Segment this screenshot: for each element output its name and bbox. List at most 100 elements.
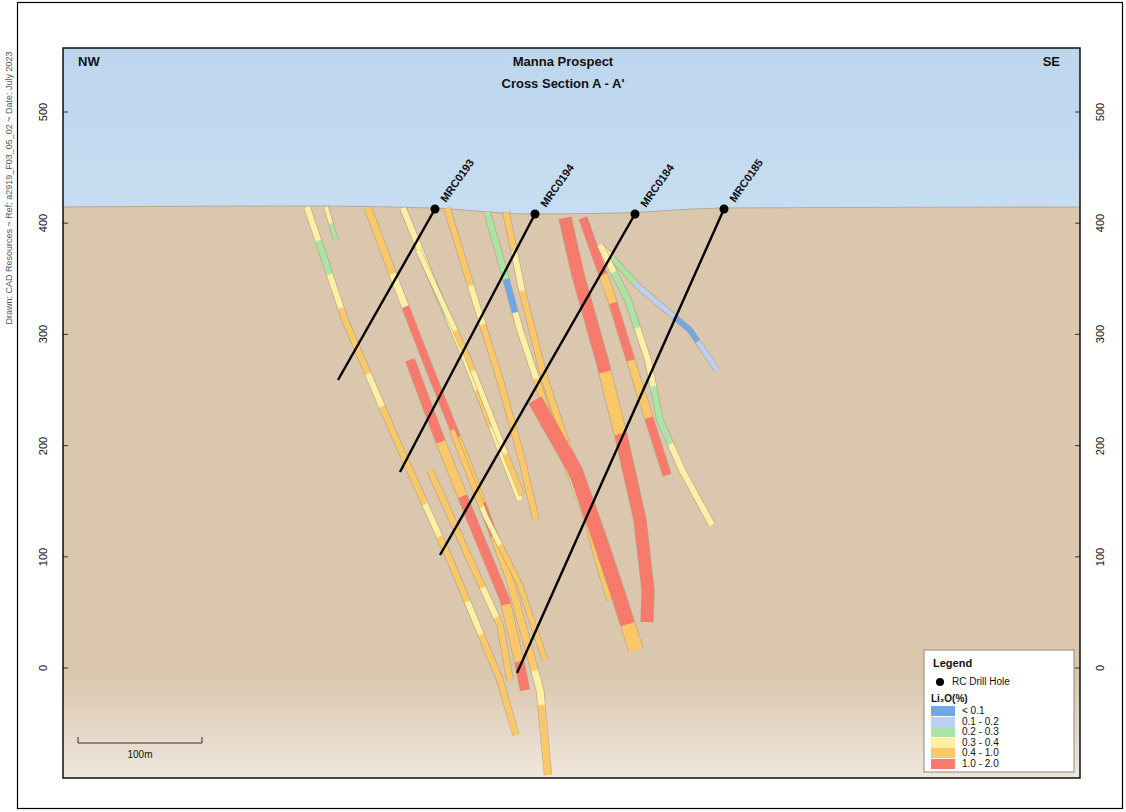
vein-segment <box>506 604 513 633</box>
vein-segment <box>330 274 342 308</box>
vein-segment <box>517 441 527 481</box>
vein-segment <box>671 444 684 472</box>
vein-segment <box>382 406 396 439</box>
map-label: Li₂O(%) <box>931 693 968 705</box>
vein-segment <box>483 588 497 618</box>
vein-segment <box>535 671 542 706</box>
vein-outline <box>368 208 548 775</box>
vein-segment <box>467 602 481 635</box>
vein-segment <box>683 472 698 499</box>
vein-segment <box>425 504 440 537</box>
legend-label: < 0.1 <box>962 705 985 717</box>
axis-tick <box>1075 112 1080 113</box>
vein-segment <box>484 550 495 578</box>
elevation-label: 100 <box>37 548 50 566</box>
vein-outline <box>447 208 536 520</box>
axis-tick <box>1075 445 1080 446</box>
vein-segment <box>541 705 544 741</box>
legend-label: 0.4 - 1.0 <box>962 747 999 759</box>
vein-segment <box>368 374 382 407</box>
vein-segment <box>649 418 658 447</box>
vein-segment <box>648 295 662 306</box>
vein-segment <box>635 283 648 295</box>
vein-segment <box>405 307 418 340</box>
elevation-label: 200 <box>1094 436 1107 454</box>
vein-segment <box>603 275 613 304</box>
vein-segment <box>653 386 659 416</box>
vein-segment <box>548 424 562 448</box>
vein-segment <box>430 470 443 500</box>
vein-segment <box>506 212 514 252</box>
vein-segment <box>380 241 393 274</box>
sky <box>63 48 1080 778</box>
vein-segment <box>441 442 452 470</box>
vein-segment <box>572 249 579 281</box>
elevation-label: 200 <box>37 436 50 454</box>
elevation-label: 0 <box>37 665 50 671</box>
vein-segment <box>593 522 602 548</box>
map-label: Drawn: CAD Resources ~ Ref: a2919_F03_05… <box>4 51 14 324</box>
elevation-label: 400 <box>1094 214 1107 232</box>
vein-segment <box>500 545 519 583</box>
vein-segment <box>658 446 667 475</box>
vein-outline <box>410 360 525 690</box>
vein-segment <box>368 208 381 241</box>
outer-frame <box>18 3 1123 809</box>
vein-outline <box>307 207 516 735</box>
vein-segment <box>456 529 469 559</box>
drill-collar <box>720 205 729 214</box>
vein-segment <box>418 339 431 372</box>
vein-segment <box>452 469 463 497</box>
vein-segment <box>605 372 613 403</box>
legend-label: 0.1 - 0.2 <box>962 716 999 728</box>
vein-segment <box>575 471 584 497</box>
vein-segment <box>583 218 593 247</box>
map-label: NW <box>78 55 100 70</box>
vein-segment <box>513 633 520 662</box>
elevation-label: 300 <box>1094 325 1107 343</box>
vein-outline <box>487 212 608 575</box>
elevation-label: 500 <box>37 103 50 121</box>
vein-segment <box>454 569 468 602</box>
vein-segment <box>628 465 635 497</box>
vein-segment <box>418 250 437 291</box>
drill-trace <box>440 214 635 555</box>
vein-segment <box>473 523 484 551</box>
vein-segment <box>641 527 645 559</box>
vein-segment <box>506 279 515 313</box>
legend-label: 1.0 - 2.0 <box>962 758 999 770</box>
elevation-label: 500 <box>1094 103 1107 121</box>
legend-swatch <box>931 717 955 727</box>
vein-segment <box>515 313 525 347</box>
legend-swatch <box>931 727 955 737</box>
legend-swatch <box>931 759 955 769</box>
legend-drill-symbol <box>936 678 944 686</box>
axis-tick <box>63 445 68 446</box>
scale-bar <box>78 737 202 743</box>
elevation-label: 300 <box>37 325 50 343</box>
elevation-label: 400 <box>37 214 50 232</box>
drill-collar <box>631 210 640 219</box>
vein-segment <box>331 224 336 241</box>
vein-segment <box>420 387 430 415</box>
vein-segment <box>447 208 459 247</box>
vein-segment <box>326 207 331 224</box>
vein-segment <box>611 573 620 599</box>
map-label: SE <box>1043 55 1060 70</box>
vein-segment <box>659 416 671 445</box>
axis-tick <box>1075 556 1080 557</box>
vein-segment <box>562 447 576 471</box>
vein-outline <box>452 430 545 660</box>
map-label: Cross Section A - A' <box>502 77 625 92</box>
legend-label: RC Drill Hole <box>952 676 1010 688</box>
vein-segment <box>318 241 330 275</box>
vein-segment <box>496 617 504 649</box>
axis-tick <box>63 556 68 557</box>
legend-swatch <box>931 706 955 716</box>
drill-holes <box>338 205 729 674</box>
vein-segment <box>482 507 500 545</box>
vein-segment <box>527 480 536 520</box>
vein-segment <box>518 582 532 622</box>
